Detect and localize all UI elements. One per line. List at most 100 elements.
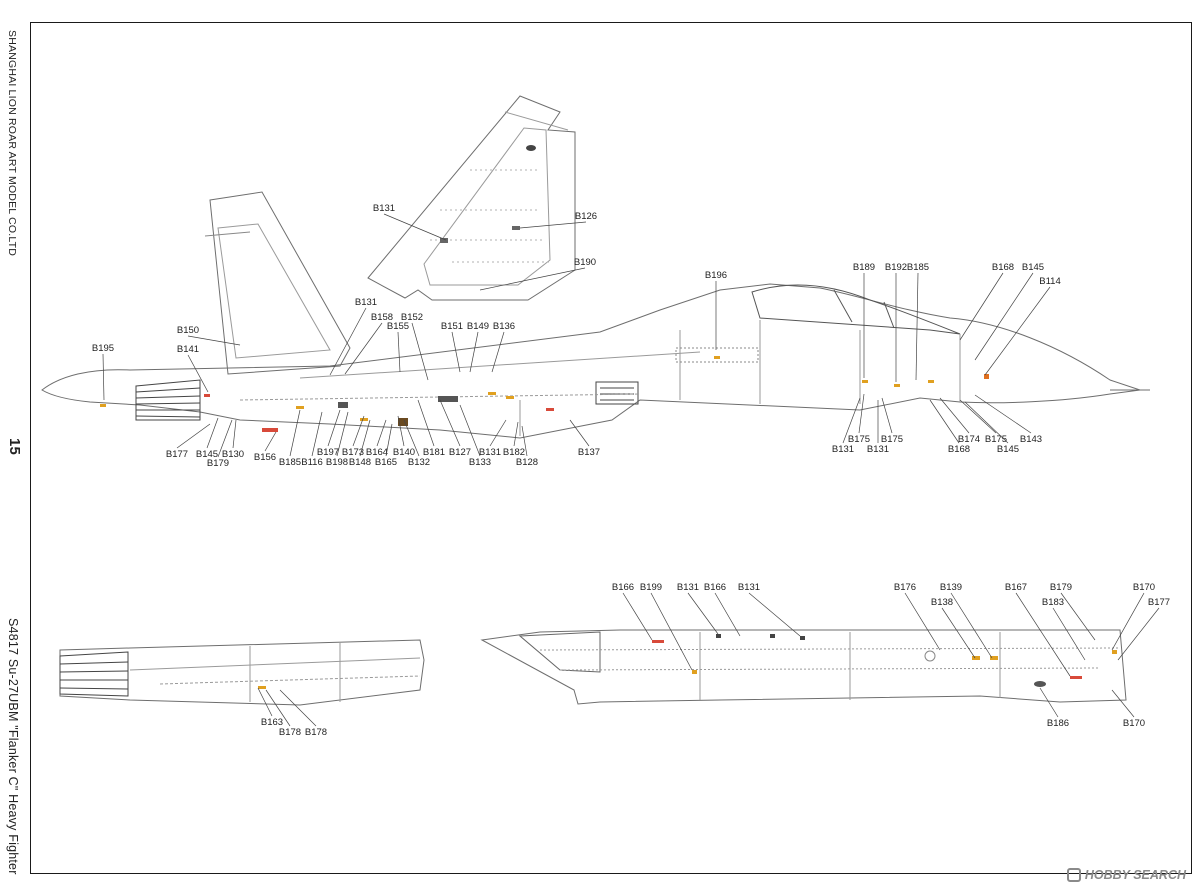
callout-leader-line bbox=[1117, 607, 1160, 661]
callout-label-b133: B133 bbox=[469, 457, 491, 468]
callout-label-b170: B170 bbox=[1133, 582, 1155, 593]
callout-label-b130: B130 bbox=[222, 449, 244, 460]
callout-leader-line bbox=[939, 397, 970, 434]
callout-label-b131: B131 bbox=[479, 447, 501, 458]
callout-label-b141: B141 bbox=[177, 344, 199, 355]
callout-label-b186: B186 bbox=[1047, 718, 1069, 729]
company-name: SHANGHAI LION ROAR ART MODEL CO.LTD bbox=[6, 30, 18, 256]
callout-label-b145: B145 bbox=[997, 444, 1019, 455]
callout-label-b145: B145 bbox=[196, 449, 218, 460]
callout-label-b168: B168 bbox=[992, 262, 1014, 273]
callout-leader-line bbox=[569, 419, 590, 447]
callout-label-b163: B163 bbox=[261, 717, 283, 728]
callout-label-b127: B127 bbox=[449, 447, 471, 458]
callout-label-b132: B132 bbox=[408, 457, 430, 468]
kit-title: S4817 Su-27UBM "Flanker C" Heavy Fighter bbox=[6, 618, 20, 875]
callout-leader-line bbox=[469, 331, 479, 373]
callout-leader-line bbox=[959, 399, 997, 434]
callout-label-b190: B190 bbox=[574, 257, 596, 268]
callout-leader-line bbox=[941, 607, 976, 659]
callout-leader-line bbox=[687, 592, 719, 635]
callout-label-b182: B182 bbox=[503, 447, 525, 458]
callout-label-b143: B143 bbox=[1020, 434, 1042, 445]
callout-leader-line bbox=[336, 411, 349, 457]
fin-detail-view bbox=[367, 95, 576, 301]
callout-leader-line bbox=[383, 213, 447, 241]
callout-label-b177: B177 bbox=[1148, 597, 1170, 608]
callout-label-b131: B131 bbox=[832, 444, 854, 455]
callout-label-b148: B148 bbox=[349, 457, 371, 468]
callout-leader-line bbox=[397, 331, 401, 373]
callout-label-b165: B165 bbox=[375, 457, 397, 468]
callout-label-b131: B131 bbox=[355, 297, 377, 308]
callout-label-b175: B175 bbox=[985, 434, 1007, 445]
callout-label-b170: B170 bbox=[1123, 718, 1145, 729]
callout-label-b150: B150 bbox=[177, 325, 199, 336]
callout-leader-line bbox=[265, 689, 291, 727]
callout-label-b136: B136 bbox=[493, 321, 515, 332]
page-number: 15 bbox=[6, 438, 23, 456]
callout-leader-line bbox=[397, 415, 405, 447]
callout-leader-line bbox=[417, 399, 435, 447]
watermark: HOBBY SEARCH bbox=[1066, 865, 1186, 885]
watermark-text: HOBBY SEARCH bbox=[1084, 868, 1186, 882]
callout-label-b185: B185 bbox=[279, 457, 301, 468]
callout-label-b181: B181 bbox=[423, 447, 445, 458]
callout-label-b164: B164 bbox=[366, 447, 388, 458]
callout-leader-line bbox=[858, 393, 865, 434]
callout-label-b149: B149 bbox=[467, 321, 489, 332]
callout-label-b131: B131 bbox=[677, 582, 699, 593]
callout-label-b126: B126 bbox=[575, 211, 597, 222]
callout-leader-line bbox=[650, 592, 693, 671]
callout-label-b192: B192 bbox=[885, 262, 907, 273]
callout-leader-line bbox=[714, 592, 741, 637]
callout-leader-line bbox=[929, 399, 960, 444]
callout-label-b128: B128 bbox=[516, 457, 538, 468]
callout-label-b173: B173 bbox=[342, 447, 364, 458]
callout-label-b167: B167 bbox=[1005, 582, 1027, 593]
lower-right-view bbox=[480, 629, 1127, 705]
callout-leader-line bbox=[904, 592, 941, 651]
callout-label-b166: B166 bbox=[612, 582, 634, 593]
callout-leader-line bbox=[403, 419, 420, 457]
callout-leader-line bbox=[289, 409, 301, 457]
callout-label-b131: B131 bbox=[373, 203, 395, 214]
callout-label-b195: B195 bbox=[92, 343, 114, 354]
callout-label-b185: B185 bbox=[907, 262, 929, 273]
callout-leader-line bbox=[176, 423, 211, 449]
callout-leader-line bbox=[915, 272, 919, 381]
callout-label-b175: B175 bbox=[848, 434, 870, 445]
callout-leader-line bbox=[217, 419, 233, 458]
callout-leader-line bbox=[959, 272, 1004, 341]
callout-leader-line bbox=[479, 267, 586, 291]
callout-leader-line bbox=[1111, 592, 1145, 651]
callout-label-b151: B151 bbox=[441, 321, 463, 332]
callout-label-b116: B116 bbox=[301, 457, 322, 468]
callout-label-b178: B178 bbox=[279, 727, 301, 738]
callout-leader-line bbox=[964, 401, 1009, 444]
callout-leader-line bbox=[622, 592, 653, 641]
callout-leader-line bbox=[521, 425, 528, 457]
callout-leader-line bbox=[1052, 607, 1086, 661]
callout-leader-line bbox=[187, 335, 241, 346]
callout-label-b131: B131 bbox=[867, 444, 889, 455]
callout-leader-line bbox=[359, 419, 371, 457]
callout-leader-line bbox=[311, 411, 323, 457]
callout-leader-line bbox=[974, 394, 1032, 434]
lower-left-view bbox=[59, 639, 425, 706]
callout-leader-line bbox=[376, 419, 387, 447]
callout-label-b197: B197 bbox=[317, 447, 339, 458]
callout-label-b177: B177 bbox=[166, 449, 188, 460]
callout-label-b168: B168 bbox=[948, 444, 970, 455]
callout-label-b179: B179 bbox=[1050, 582, 1072, 593]
callout-leader-line bbox=[1015, 592, 1071, 677]
callout-leader-line bbox=[1060, 592, 1096, 641]
callout-leader-line bbox=[451, 331, 461, 373]
callout-label-b189: B189 bbox=[853, 262, 875, 273]
callout-label-b137: B137 bbox=[578, 447, 600, 458]
callout-leader-line bbox=[257, 687, 273, 717]
callout-leader-line bbox=[519, 221, 587, 229]
callout-label-b196: B196 bbox=[705, 270, 727, 281]
